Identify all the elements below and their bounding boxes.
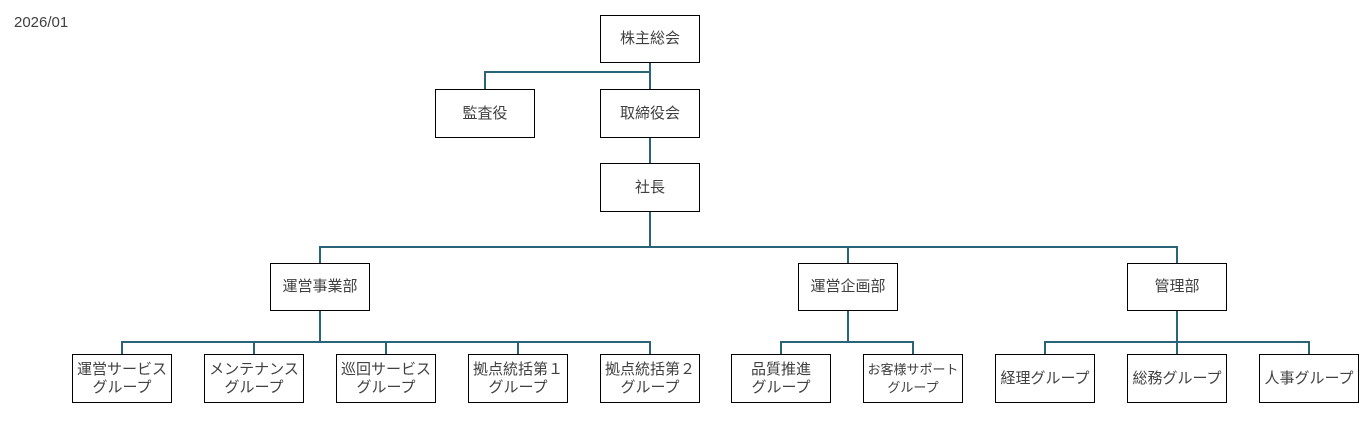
org-box-dept-administration: 管理部 bbox=[1127, 263, 1227, 311]
org-box-group-maintenance: メンテナンス グループ bbox=[204, 354, 304, 403]
org-box-dept-operations-business: 運営事業部 bbox=[270, 263, 370, 311]
org-box-auditor: 監査役 bbox=[435, 89, 535, 138]
date-label: 2026/01 bbox=[14, 14, 69, 31]
org-box-group-site-supervision-2: 拠点統括第２ グループ bbox=[600, 354, 700, 403]
org-box-president: 社長 bbox=[600, 163, 700, 212]
org-box-group-accounting: 経理グループ bbox=[995, 354, 1095, 403]
org-box-group-general-affairs: 総務グループ bbox=[1127, 354, 1227, 403]
org-box-shareholders: 株主総会 bbox=[600, 15, 700, 63]
org-box-board: 取締役会 bbox=[600, 89, 700, 138]
org-box-group-operation-service: 運営サービス グループ bbox=[72, 354, 172, 403]
org-box-group-customer-support: お客様サポート グループ bbox=[863, 354, 963, 403]
org-box-group-patrol-service: 巡回サービス グループ bbox=[336, 354, 436, 403]
org-box-group-site-supervision-1: 拠点統括第１ グループ bbox=[468, 354, 568, 403]
org-box-dept-operations-planning: 運営企画部 bbox=[798, 263, 898, 311]
org-box-group-human-resources: 人事グループ bbox=[1259, 354, 1359, 403]
org-box-group-quality-promotion: 品質推進 グループ bbox=[731, 354, 831, 403]
